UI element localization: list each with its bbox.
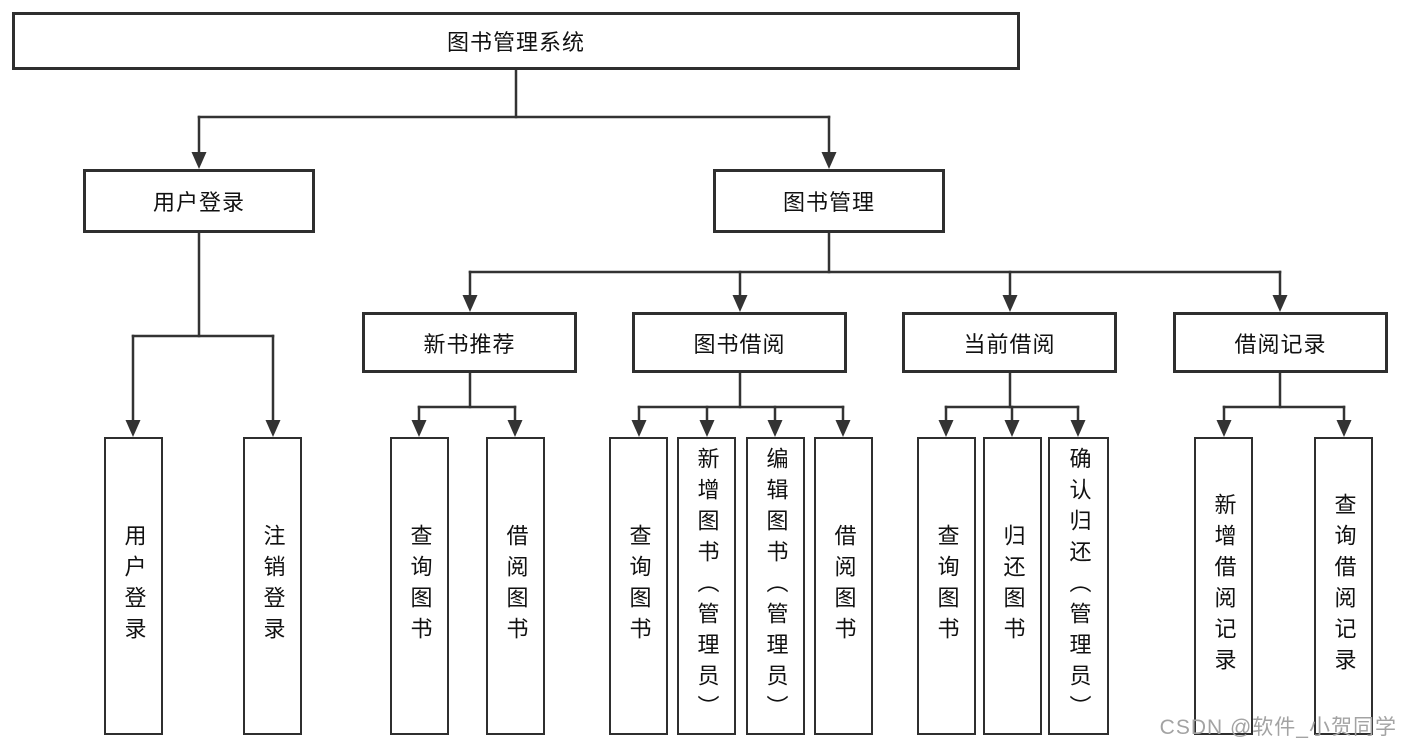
node-book-management: 图书管理 [713,169,945,233]
leaf-edit-book-admin: 编辑图书（管理员） [746,437,805,735]
leaf-confirm-return-admin-label: 确认归还（管理员） [1066,446,1092,726]
leaf-edit-book-admin-label: 编辑图书（管理员） [763,446,789,726]
leaf-return-books: 归还图书 [983,437,1042,735]
node-current-borrowing-label: 当前借阅 [963,331,1056,357]
node-root-label: 图书管理系统 [446,30,585,55]
leaf-query-books-recommend-label: 查询图书 [407,524,433,648]
node-new-book-recommend: 新书推荐 [362,312,577,373]
leaf-query-books-recommend: 查询图书 [390,437,449,735]
leaf-query-books-borrowing-label: 查询图书 [626,524,652,648]
leaf-add-book-admin-label: 新增图书（管理员） [694,446,720,726]
node-new-book-recommend-label: 新书推荐 [423,331,516,357]
node-user-login-label: 用户登录 [152,190,245,215]
leaf-borrow-books-recommend-label: 借阅图书 [503,524,529,648]
leaf-logout: 注销登录 [243,437,302,735]
leaf-add-borrow-record-label: 新增借阅记录 [1211,493,1237,679]
csdn-watermark: CSDN @软件_小贺同学 [1159,716,1397,739]
leaf-query-borrow-record-label: 查询借阅记录 [1331,493,1357,679]
node-book-borrowing: 图书借阅 [632,312,847,373]
leaf-confirm-return-admin: 确认归还（管理员） [1048,437,1109,735]
leaf-query-borrow-record: 查询借阅记录 [1314,437,1373,735]
node-current-borrowing: 当前借阅 [902,312,1117,373]
leaf-query-books-current-label: 查询图书 [934,524,960,648]
node-book-management-label: 图书管理 [782,190,875,215]
node-user-login: 用户登录 [83,169,315,233]
leaf-query-books-current: 查询图书 [917,437,976,735]
leaf-user-login-label: 用户登录 [121,524,147,648]
leaf-query-books-borrowing: 查询图书 [609,437,668,735]
leaf-user-login: 用户登录 [104,437,163,735]
node-borrowing-records-label: 借阅记录 [1234,331,1327,357]
leaf-logout-label: 注销登录 [260,524,286,648]
leaf-add-book-admin: 新增图书（管理员） [677,437,736,735]
node-root: 图书管理系统 [12,12,1020,70]
leaf-borrow-books-recommend: 借阅图书 [486,437,545,735]
node-borrowing-records: 借阅记录 [1173,312,1388,373]
leaf-return-books-label: 归还图书 [1000,524,1026,648]
leaf-borrow-books-borrowing: 借阅图书 [814,437,873,735]
leaf-borrow-books-borrowing-label: 借阅图书 [831,524,857,648]
leaf-add-borrow-record: 新增借阅记录 [1194,437,1253,735]
node-book-borrowing-label: 图书借阅 [693,331,786,357]
